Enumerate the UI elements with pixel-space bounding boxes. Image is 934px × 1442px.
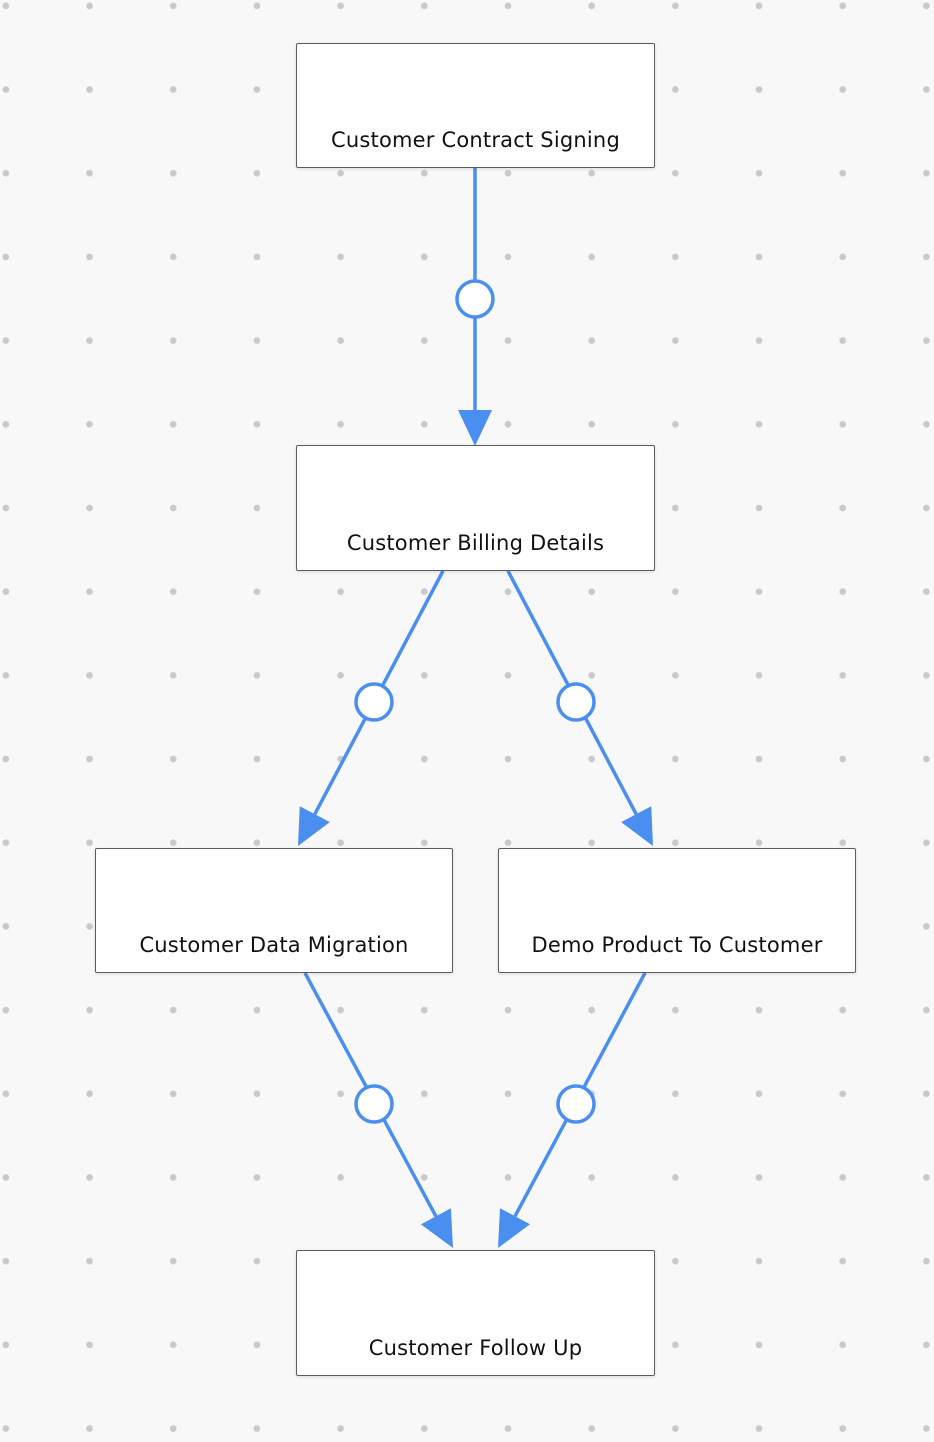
connector-demo-to-followup[interactable] xyxy=(498,972,647,1248)
node-customer-follow-up[interactable]: Customer Follow Up xyxy=(296,1250,655,1376)
connector-migration-to-followup[interactable] xyxy=(303,972,453,1248)
node-customer-data-migration[interactable]: Customer Data Migration xyxy=(95,848,453,973)
node-label: Customer Data Migration xyxy=(139,933,409,957)
node-label: Customer Billing Details xyxy=(346,531,605,555)
arrowhead-icon xyxy=(420,1208,453,1248)
node-label: Demo Product To Customer xyxy=(531,933,823,957)
node-customer-contract-signing[interactable]: Customer Contract Signing xyxy=(296,43,655,168)
connector-midpoint-handle[interactable] xyxy=(556,1084,596,1124)
connector-midpoint-handle[interactable] xyxy=(556,682,596,722)
connector-billing-to-migration[interactable] xyxy=(298,570,445,846)
arrowhead-icon xyxy=(621,806,653,846)
connector-midpoint-handle[interactable] xyxy=(354,682,394,722)
connector-contract-to-billing[interactable] xyxy=(455,168,495,446)
arrowhead-icon xyxy=(498,1208,530,1248)
connector-midpoint-handle[interactable] xyxy=(455,279,495,319)
node-label: Customer Follow Up xyxy=(368,1336,583,1360)
arrowhead-icon xyxy=(458,410,492,446)
node-label: Customer Contract Signing xyxy=(331,128,620,152)
connector-midpoint-handle[interactable] xyxy=(354,1084,394,1124)
node-demo-product-to-customer[interactable]: Demo Product To Customer xyxy=(498,848,856,973)
connector-billing-to-demo[interactable] xyxy=(506,570,653,846)
node-customer-billing-details[interactable]: Customer Billing Details xyxy=(296,445,655,571)
arrowhead-icon xyxy=(298,806,330,846)
